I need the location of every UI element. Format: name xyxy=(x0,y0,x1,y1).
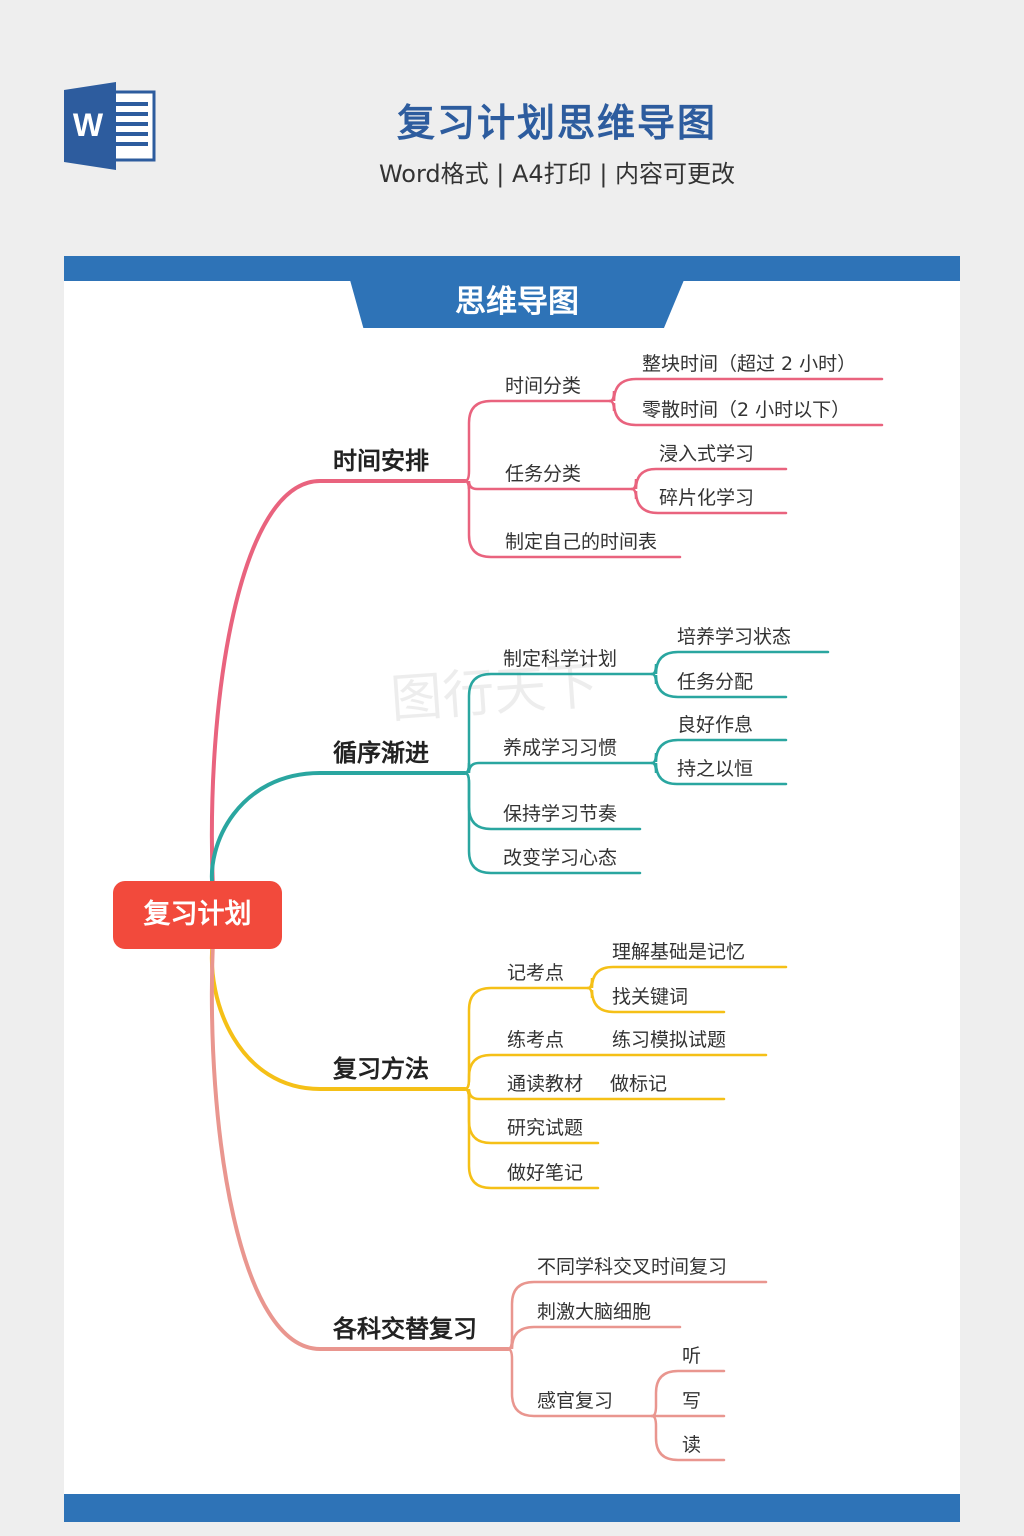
sub-branch-label: 时间分类 xyxy=(505,375,582,397)
svg-text:W: W xyxy=(73,107,104,143)
connector-line xyxy=(463,479,682,559)
sub-branch-label: 刺激大脑细胞 xyxy=(537,1301,652,1323)
leaf-label: 找关键词 xyxy=(612,986,689,1008)
leaf-label: 理解基础是记忆 xyxy=(612,941,746,963)
branch-label: 时间安排 xyxy=(333,447,429,475)
sub-branch-label: 改变学习心态 xyxy=(503,847,618,869)
connector-line xyxy=(586,986,726,1014)
leaf-label: 零散时间（2 小时以下） xyxy=(642,399,851,421)
sub-branch-label: 任务分类 xyxy=(505,463,582,485)
leaf-label: 听 xyxy=(682,1345,702,1367)
branch-label: 各科交替复习 xyxy=(333,1315,477,1343)
leaf-label: 写 xyxy=(682,1390,702,1412)
sub-branch-label: 保持学习节奏 xyxy=(503,803,618,825)
connector-line xyxy=(650,672,788,699)
sub-branch-label: 不同学科交叉时间复习 xyxy=(537,1256,728,1278)
leaf-label: 任务分配 xyxy=(677,671,754,693)
sub-branch-label: 研究试题 xyxy=(507,1117,584,1139)
leaf-label: 整块时间（超过 2 小时） xyxy=(642,353,857,375)
connector-line xyxy=(650,761,788,786)
section-tab: 思维导图 xyxy=(350,280,684,328)
branch-label: 复习方法 xyxy=(333,1055,429,1083)
connector-line xyxy=(209,771,467,892)
sub-branch-label: 感官复习 xyxy=(537,1390,614,1412)
sub-branch-label: 做好笔记 xyxy=(507,1162,584,1184)
connector-line xyxy=(650,738,788,765)
connector-line xyxy=(650,1414,726,1462)
connector-line xyxy=(209,938,510,1351)
connector-line xyxy=(463,1087,726,1101)
connector-line xyxy=(463,399,612,483)
sub-branch-label: 制定自己的时间表 xyxy=(505,531,658,553)
page-title: 复习计划思维导图 xyxy=(396,101,717,145)
leaf-label: 练习模拟试题 xyxy=(612,1029,727,1051)
connector-line xyxy=(209,479,467,892)
connector-line xyxy=(463,771,642,875)
leaf-label: 良好作息 xyxy=(677,714,754,736)
leaf-label: 浸入式学习 xyxy=(659,443,755,465)
connector-line xyxy=(650,650,830,676)
word-document-icon: W xyxy=(64,82,156,170)
leaf-label: 持之以恒 xyxy=(677,758,754,780)
connector-line xyxy=(506,1325,682,1351)
connector-line xyxy=(463,761,654,775)
sub-branch-label: 通读教材 xyxy=(507,1073,584,1095)
bottom-bar xyxy=(64,1494,960,1522)
sub-branch-label: 记考点 xyxy=(507,962,565,984)
connector-line xyxy=(463,1087,600,1190)
leaf-label: 培养学习状态 xyxy=(677,626,792,648)
connector-line xyxy=(463,1053,768,1091)
connector-line xyxy=(506,1347,654,1418)
connector-line xyxy=(630,487,788,515)
connector-line xyxy=(630,467,788,491)
sub-branch-label: 养成学习习惯 xyxy=(503,737,618,759)
connector-line xyxy=(608,399,884,427)
connector-line xyxy=(608,377,884,403)
sub-branch-label: 制定科学计划 xyxy=(503,648,618,670)
branch-label: 循序渐进 xyxy=(333,739,429,767)
top-bar xyxy=(64,256,960,281)
leaf-label: 碎片化学习 xyxy=(659,487,755,509)
connector-line xyxy=(586,965,788,990)
page-subtitle: Word格式 | A4打印 | 内容可更改 xyxy=(378,160,736,188)
leaf-label: 读 xyxy=(682,1434,702,1456)
sub-branch-label: 练考点 xyxy=(507,1029,565,1051)
leaf-label: 做标记 xyxy=(610,1073,668,1095)
root-node: 复习计划 xyxy=(113,881,282,949)
